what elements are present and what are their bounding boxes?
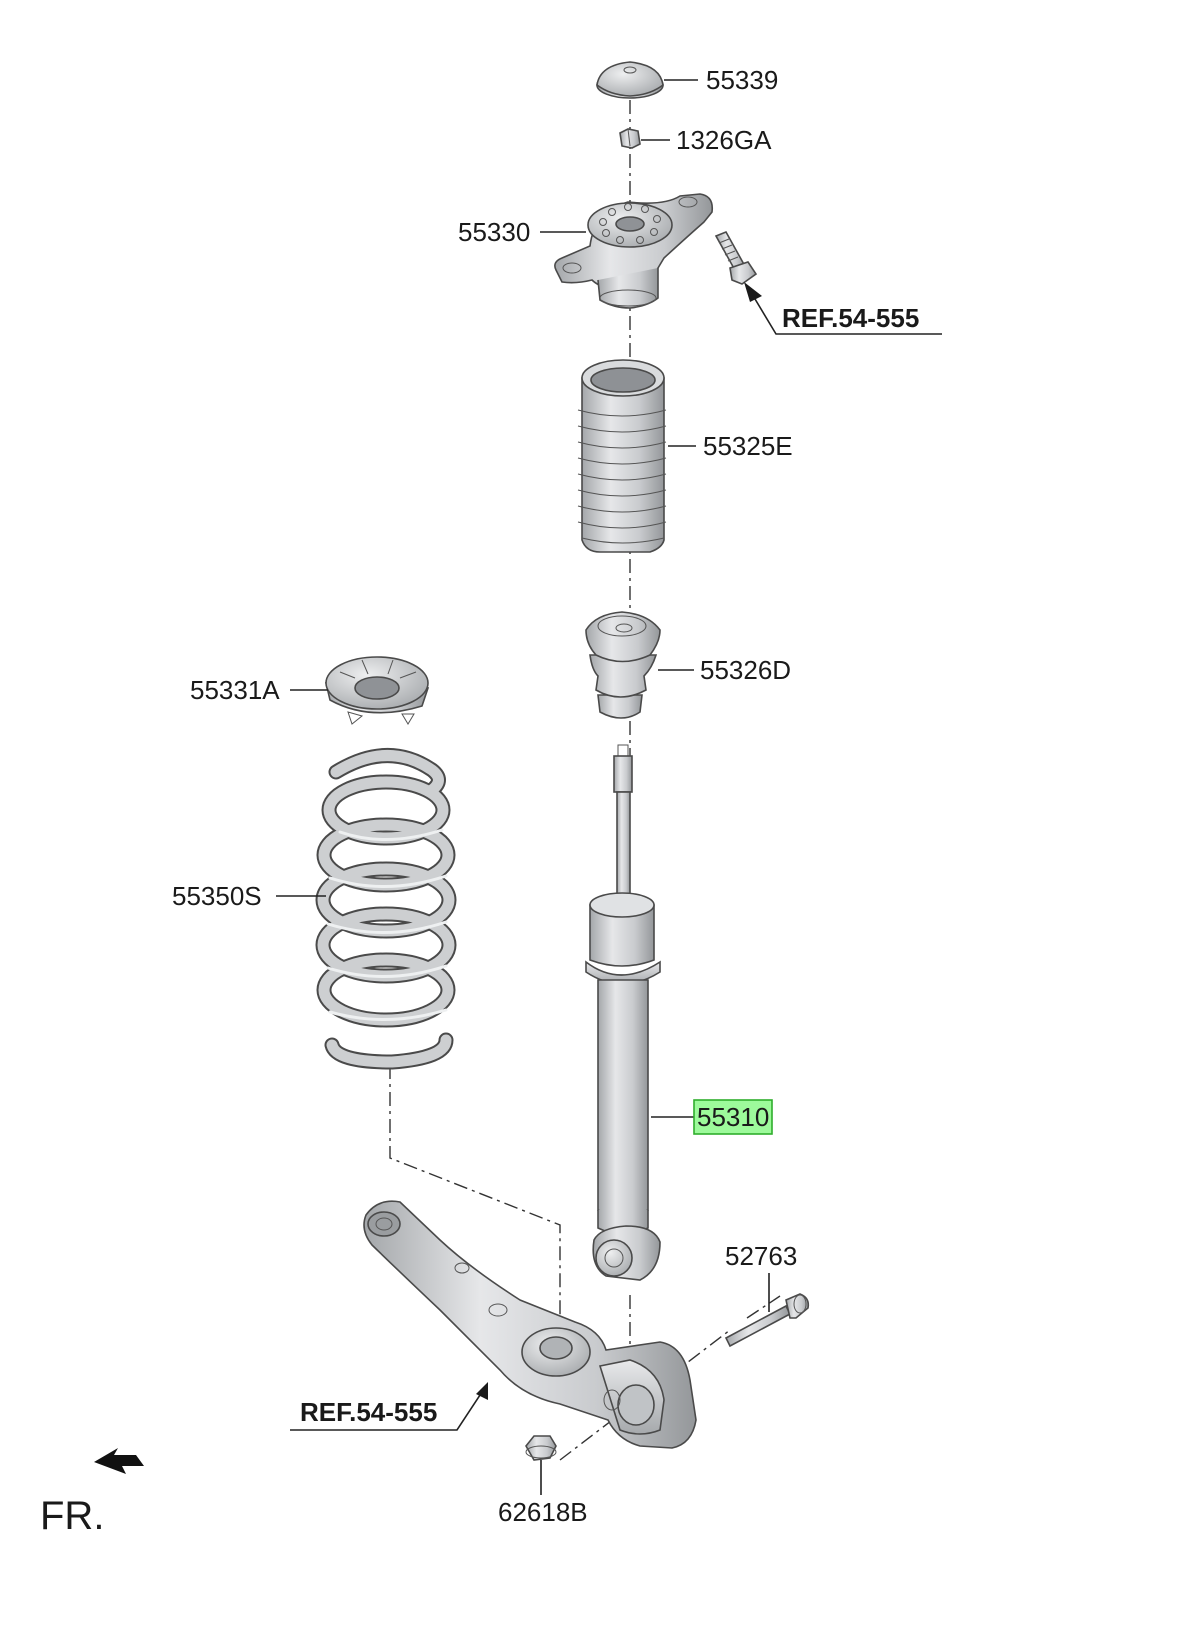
spring-pad-55331a <box>324 656 430 725</box>
lower-arm <box>363 1200 697 1449</box>
flange-nut-62618b <box>525 1435 557 1461</box>
label-55330[interactable]: 55330 <box>458 217 530 247</box>
label-55326d[interactable]: 55326D <box>700 655 791 685</box>
ref-arrow-lower <box>476 1382 488 1400</box>
label-62618b[interactable]: 62618B <box>498 1497 588 1527</box>
front-direction-label: FR. <box>40 1494 104 1538</box>
label-1326ga[interactable]: 1326GA <box>676 125 772 155</box>
bolt-52763 <box>724 1293 810 1348</box>
highlight-box-55310 <box>693 1099 773 1135</box>
strut-mount-55330 <box>554 193 714 309</box>
bump-stopper-55326d <box>585 611 661 719</box>
label-55331a[interactable]: 55331A <box>190 675 280 705</box>
mount-bolt <box>714 230 758 285</box>
ref-arrowheads <box>476 282 762 1400</box>
label-55310[interactable]: 55310 <box>697 1102 769 1132</box>
label-55339[interactable]: 55339 <box>706 65 778 95</box>
label-ref-54-555-upper[interactable]: REF.54-555 <box>782 303 919 333</box>
ref-arrow-upper <box>744 282 762 302</box>
coil-spring-55350s <box>315 748 457 1070</box>
label-55325e[interactable]: 55325E <box>703 431 793 461</box>
label-55350s[interactable]: 55350S <box>172 881 262 911</box>
nut-1326ga <box>619 128 641 149</box>
label-52763[interactable]: 52763 <box>725 1241 797 1271</box>
front-arrow-icon <box>94 1448 144 1474</box>
label-ref-54-555-lower[interactable]: REF.54-555 <box>300 1397 437 1427</box>
cap-55339 <box>596 61 664 99</box>
part-labels: 55339 1326GA 55330 REF.54-555 55325E 553… <box>172 65 919 1527</box>
leader-lines <box>276 79 942 1495</box>
dust-cover-55325e <box>577 359 667 553</box>
front-direction-indicator: FR. <box>40 1448 144 1538</box>
shock-absorber-55310 <box>585 744 661 1281</box>
